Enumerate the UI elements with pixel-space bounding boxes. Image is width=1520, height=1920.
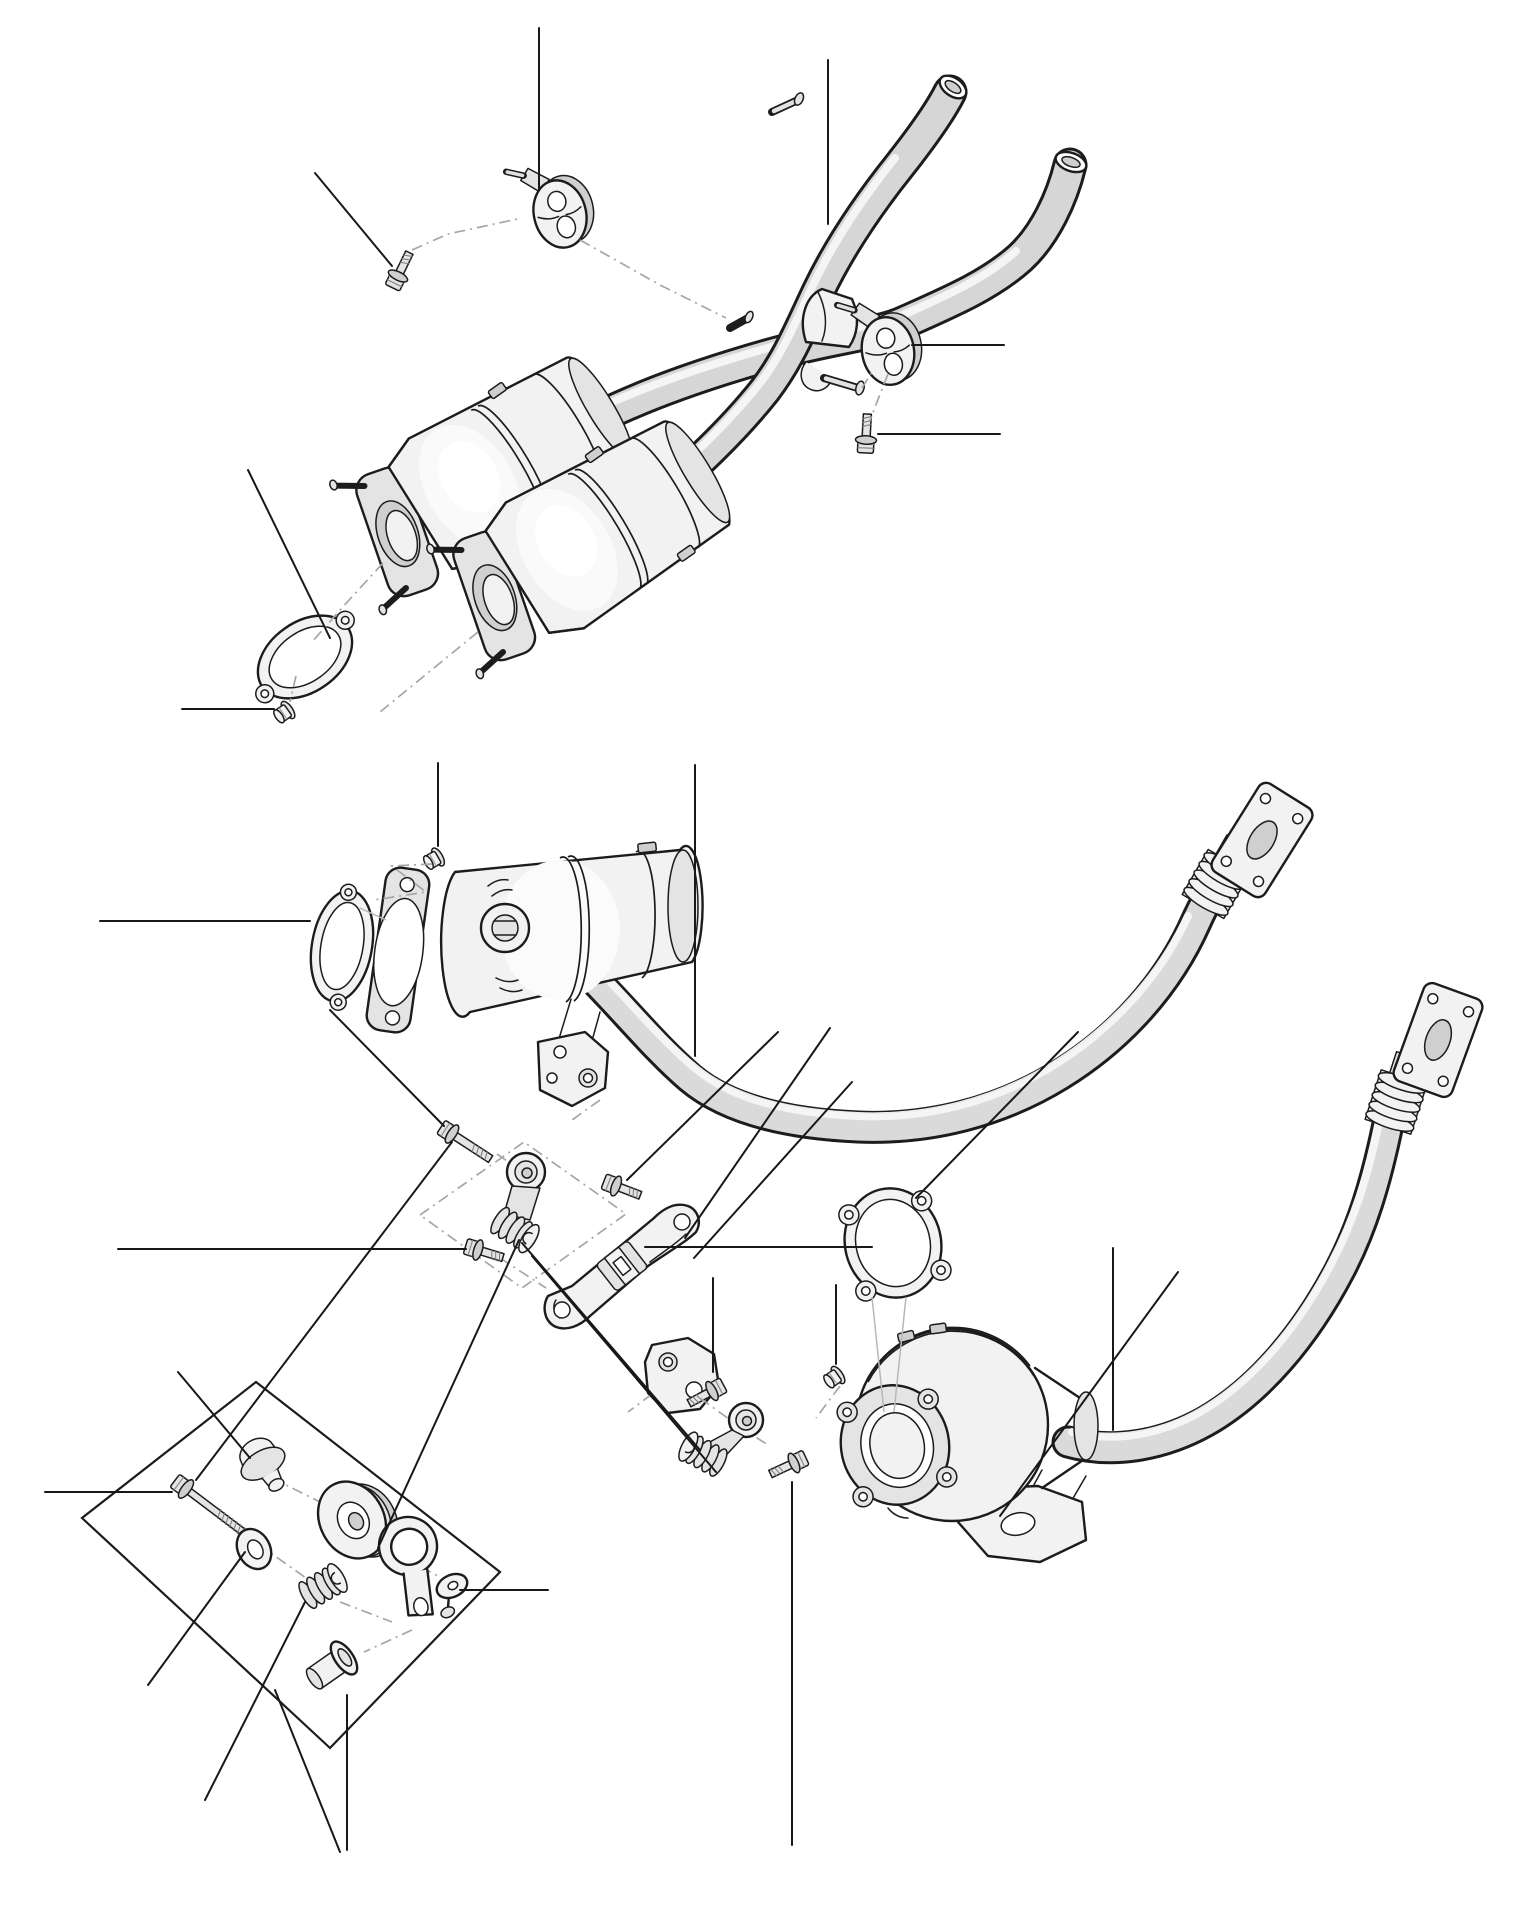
leader-line <box>693 1081 853 1259</box>
leader-line <box>684 1027 831 1239</box>
pendulum-support-link <box>674 1401 765 1481</box>
leader-line <box>195 1141 453 1481</box>
x-pipe-assembly <box>255 74 1088 728</box>
washer <box>235 1527 273 1571</box>
leader-line <box>204 1601 306 1801</box>
pendulum-support-link <box>486 1151 547 1257</box>
outlet-flange <box>1389 979 1487 1101</box>
leader-line <box>999 1271 1179 1517</box>
link-bolt <box>765 1447 811 1485</box>
catalytic-converter <box>439 841 704 1018</box>
bracket-bolt-right <box>599 1170 645 1206</box>
flange-nut <box>269 698 299 728</box>
socket-head-bolt <box>305 1640 359 1690</box>
crossover-saddle <box>801 287 859 349</box>
flange-nut <box>419 845 448 874</box>
callout-lines <box>44 27 1179 1853</box>
leader-line <box>377 1239 520 1549</box>
leader-line <box>247 469 331 639</box>
leader-line <box>915 1031 1079 1199</box>
leader-line <box>626 1031 779 1181</box>
pipe-support-bracket <box>536 995 610 1108</box>
leader-line <box>177 1371 251 1459</box>
bracket-bolt-left <box>461 1235 507 1269</box>
flange-gasket <box>838 1187 952 1302</box>
flange-nut <box>819 1363 849 1393</box>
mounting-bolt-left <box>382 247 420 294</box>
leader-line <box>521 1242 701 1451</box>
rear-downpipe-assembly <box>674 979 1487 1564</box>
leader-line <box>274 1689 341 1853</box>
hanger-rod-stub <box>726 92 805 332</box>
oxygen-sensor-boss <box>479 902 531 954</box>
downpipe <box>568 869 1233 1144</box>
mounting-hardware-cluster <box>419 1099 700 1330</box>
downpipe <box>1051 1107 1405 1465</box>
detail-box-frame <box>80 1380 502 1750</box>
assembly-axes <box>289 217 889 713</box>
leader-line <box>531 1255 717 1473</box>
leader-line <box>147 1551 246 1686</box>
lower-mounting-bracket <box>627 1336 849 1447</box>
front-downpipe-assembly <box>309 778 1318 1144</box>
assembly-axes <box>359 863 433 921</box>
support-arm-bracket <box>543 1203 700 1330</box>
hardware-detail-box <box>80 1380 502 1750</box>
leader-line <box>314 172 393 267</box>
gasket-alignment-lines <box>871 1296 907 1413</box>
rubber-mounting-left <box>506 153 601 257</box>
retaining-rivet <box>435 1572 469 1619</box>
eye-bracket <box>377 1515 439 1617</box>
flange-gasket <box>309 883 375 1011</box>
flanged-sleeve-nut <box>239 1437 286 1492</box>
mounting-bolt-right <box>854 412 879 455</box>
leader-line <box>329 1009 445 1127</box>
flange-gasket <box>255 610 355 704</box>
hanger-rod <box>800 361 866 396</box>
inlet-flange <box>365 866 431 1034</box>
inlet-flange <box>836 1384 958 1508</box>
